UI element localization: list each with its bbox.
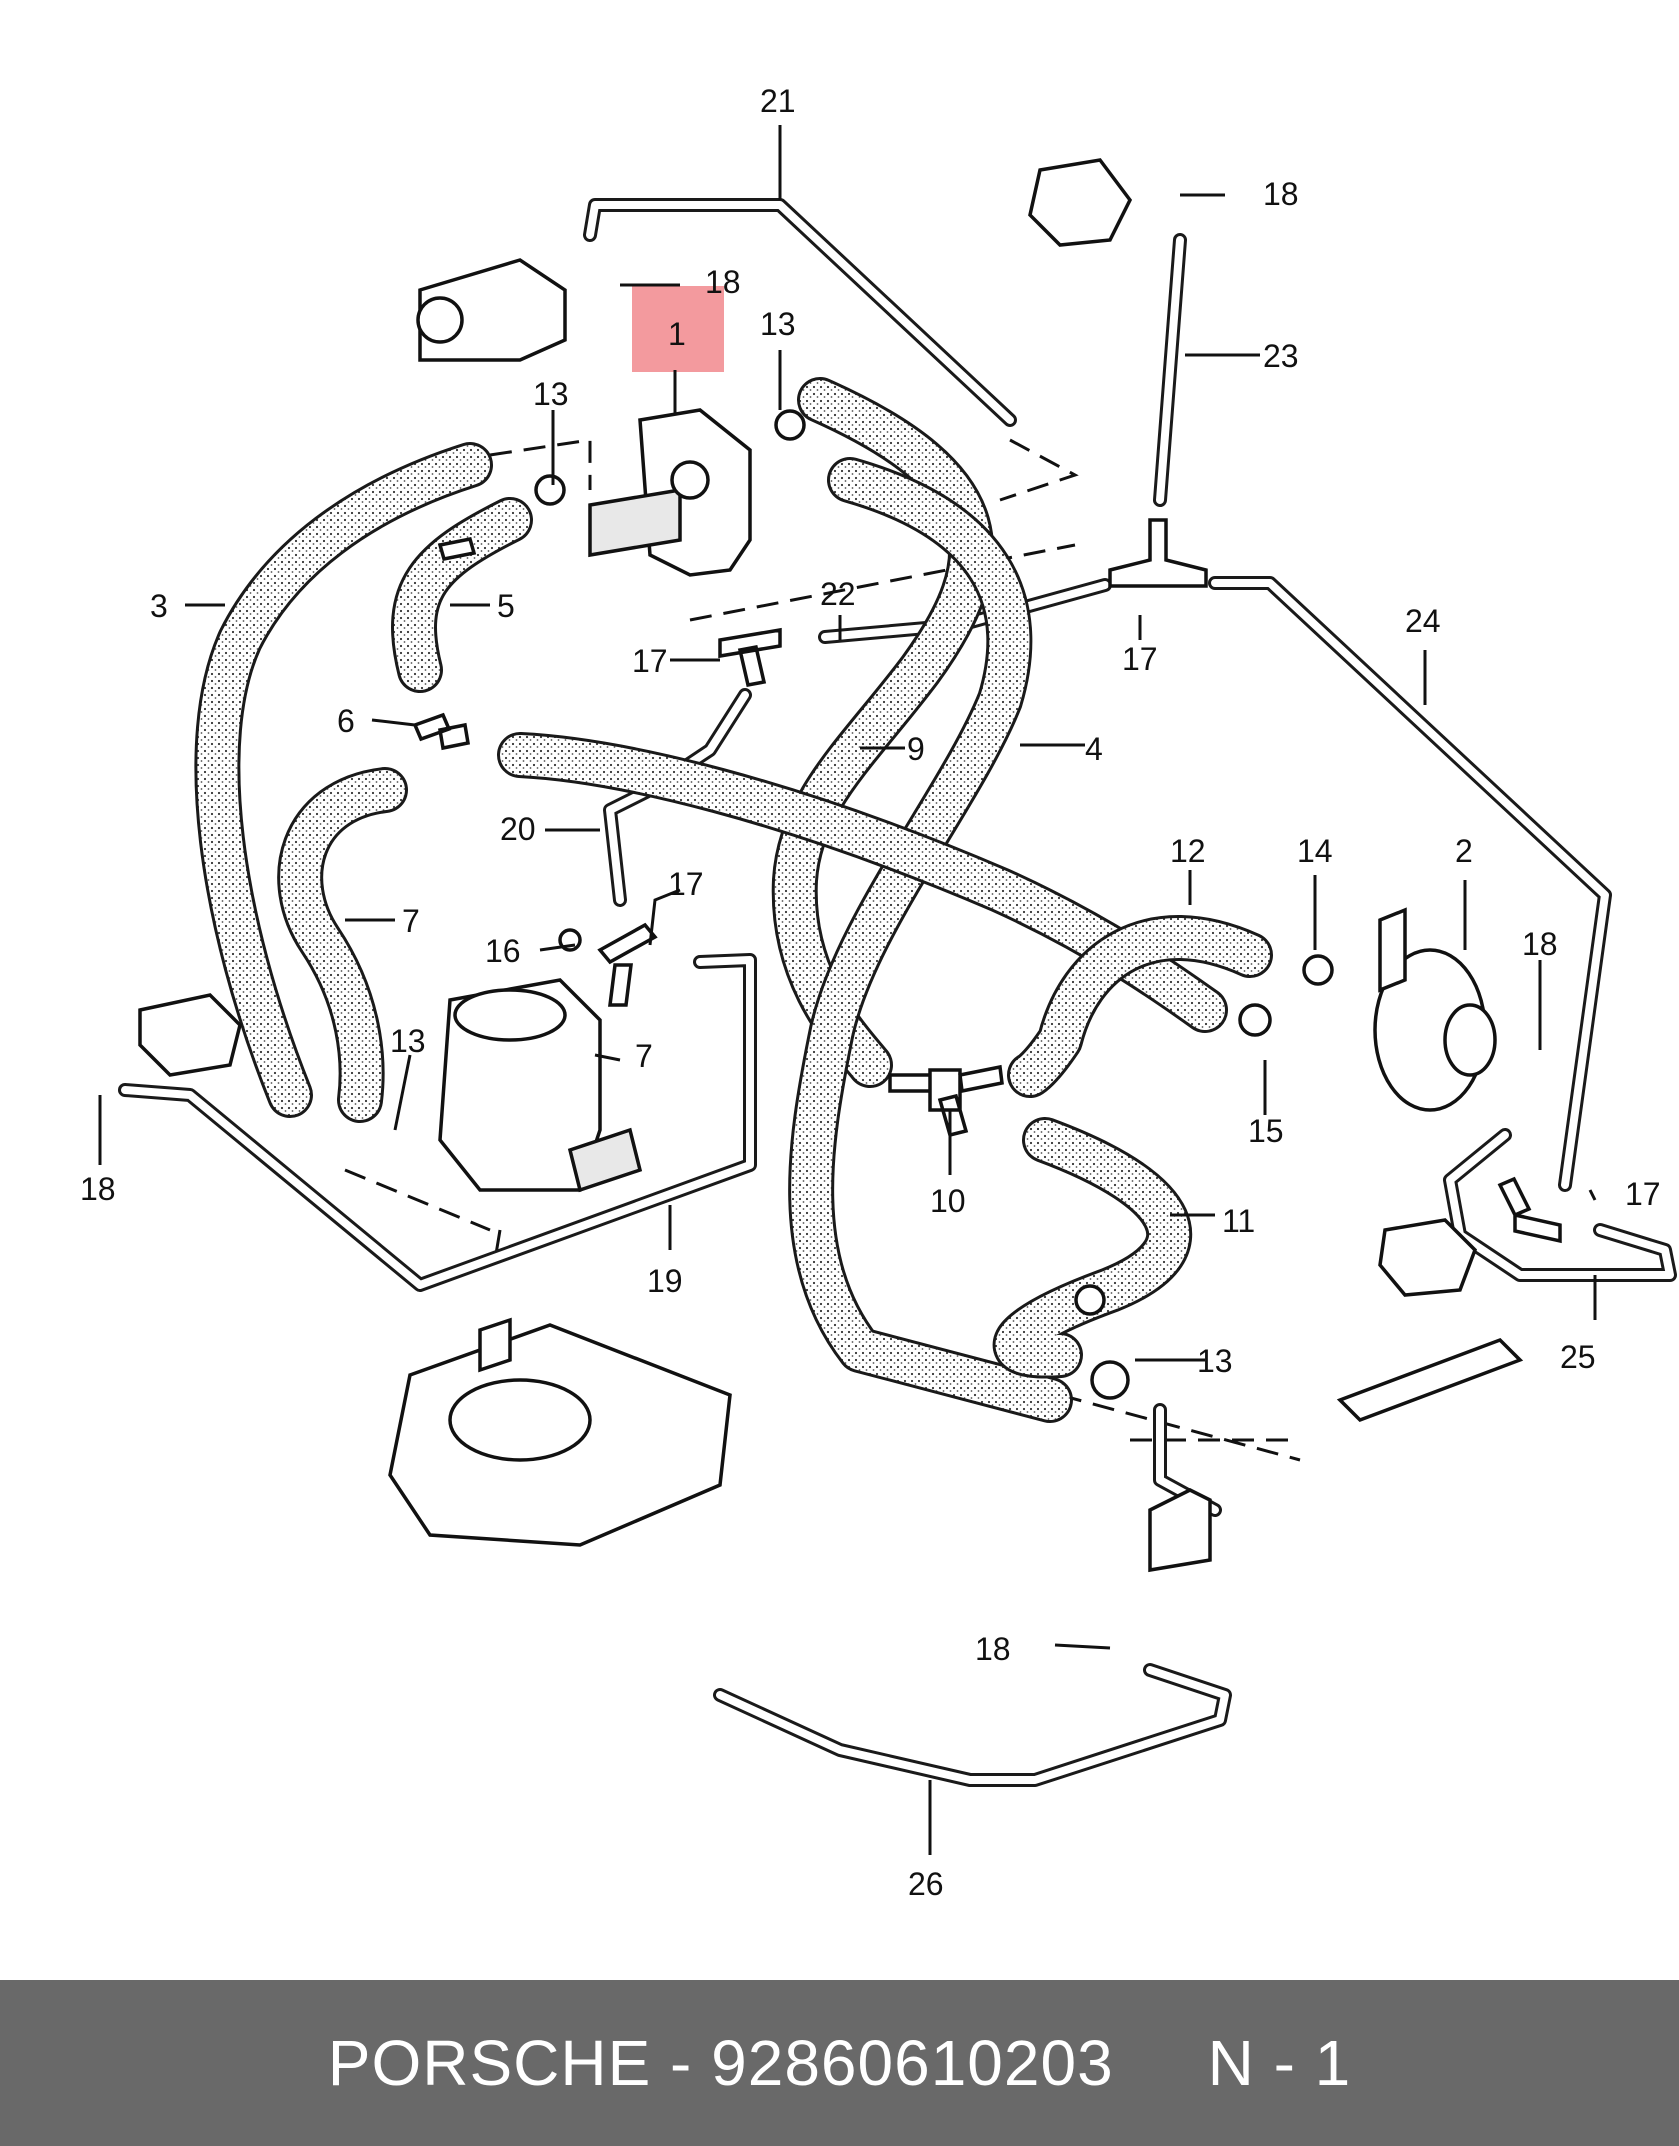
label-18-top-right: 18 [1263, 176, 1299, 212]
part-number-caption: PORSCHE - 92860610203 N - 1 [327, 2027, 1352, 2099]
diaphragm-part-2 [1373, 907, 1497, 1112]
label-18-left: 18 [80, 1171, 116, 1207]
footer-bar: PORSCHE - 92860610203 N - 1 [0, 1980, 1679, 2146]
label-21: 21 [760, 83, 796, 119]
hose-diagram: 21 18 18 1 13 23 13 3 5 22 24 17 17 6 9 … [80, 83, 1677, 1902]
label-17-upper: 17 [632, 643, 668, 679]
label-12: 12 [1170, 833, 1206, 869]
label-17-lower-right: 17 [1625, 1176, 1661, 1212]
throttle-body-7 [438, 978, 643, 1193]
fittings [412, 409, 1562, 1400]
label-10: 10 [930, 1183, 966, 1219]
valve-top-right [1028, 158, 1133, 247]
label-15: 15 [1248, 1113, 1284, 1149]
label-19: 19 [647, 1263, 683, 1299]
dashed-reference-lines [344, 438, 1301, 1462]
label-6: 6 [337, 703, 355, 739]
hose-fill-h3 [197, 445, 490, 1115]
part-1-highlight [632, 286, 724, 372]
label-23: 23 [1263, 338, 1299, 374]
label-13-left: 13 [390, 1023, 426, 1059]
thin-tubes [118, 198, 1677, 1787]
label-7-lower: 7 [635, 1038, 653, 1074]
hose-fill-h11 [995, 1120, 1190, 1376]
label-17-right: 17 [1122, 641, 1158, 677]
valve-top-left [416, 258, 567, 362]
label-14: 14 [1297, 833, 1333, 869]
label-13-top: 13 [760, 306, 796, 342]
label-26: 26 [908, 1866, 944, 1902]
label-24: 24 [1405, 603, 1441, 639]
label-13-lower: 13 [1197, 1343, 1233, 1379]
valve-part-1 [588, 408, 752, 577]
hose-fill-h7 [280, 770, 405, 1120]
label-17-middle: 17 [668, 866, 704, 902]
label-5: 5 [497, 588, 515, 624]
callout-labels: 21 18 18 1 13 23 13 3 5 22 24 17 17 6 9 … [80, 83, 1661, 1902]
label-4: 4 [1085, 731, 1103, 767]
valve-right [1378, 1218, 1478, 1297]
hoses [194, 377, 1273, 1423]
hose-fill-h9 [774, 380, 992, 1085]
label-16: 16 [485, 933, 521, 969]
leader-lines [98, 125, 1597, 1855]
label-22: 22 [820, 576, 856, 612]
label-7-upper: 7 [402, 903, 420, 939]
label-13-upper-left: 13 [533, 376, 569, 412]
hose-fill-h12 [1010, 918, 1270, 1095]
label-2: 2 [1455, 833, 1473, 869]
label-9: 9 [907, 731, 925, 767]
label-1: 1 [668, 316, 686, 352]
manifold-outline [1148, 1337, 1524, 1573]
label-20: 20 [500, 811, 536, 847]
hose-fill-h5 [394, 500, 530, 690]
label-11: 11 [1222, 1203, 1255, 1239]
label-18-right: 18 [1522, 926, 1558, 962]
hose-fill-h20 [500, 735, 1225, 1030]
label-18-bottom: 18 [975, 1631, 1011, 1667]
label-3: 3 [150, 588, 168, 624]
intake-housing [388, 1317, 732, 1547]
label-25: 25 [1560, 1339, 1596, 1375]
valve-left [138, 993, 242, 1077]
label-18-top: 18 [705, 264, 741, 300]
